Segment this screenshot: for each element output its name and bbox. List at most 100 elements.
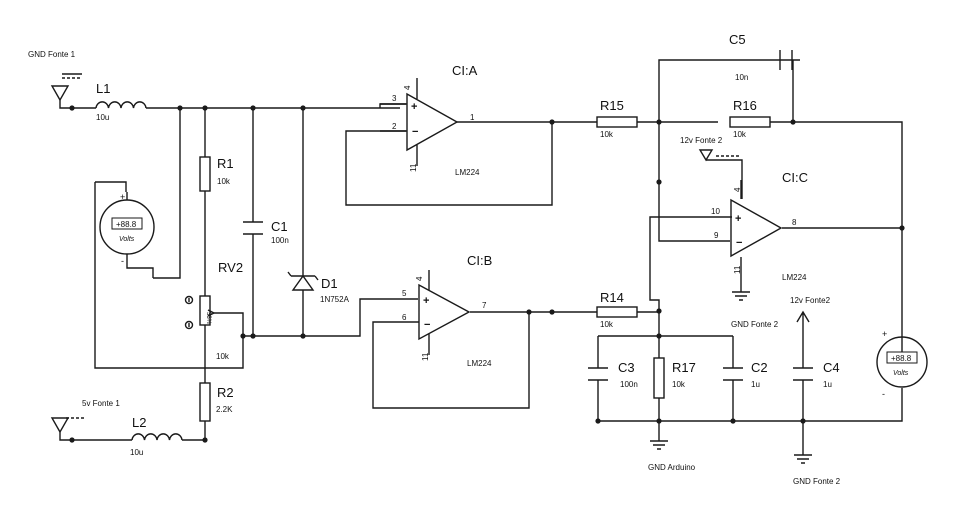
cia-pin-plus: 3 xyxy=(392,94,397,103)
l2-ref: L2 xyxy=(132,415,146,430)
gnd-fonte1-label: GND Fonte 1 xyxy=(28,50,76,59)
resistor-r1: R1 10k xyxy=(199,156,234,192)
d1-value: 1N752A xyxy=(320,295,350,304)
c1-ref: C1 xyxy=(271,219,288,234)
cic-pin-out: 8 xyxy=(792,218,797,227)
c5-value: 10n xyxy=(735,73,748,82)
r16-value: 10k xyxy=(733,130,747,139)
vm1-unit: Volts xyxy=(119,236,135,243)
terminal-12v-fonte2-c4: 12v Fonte2 xyxy=(790,296,831,325)
cia-ref: CI:A xyxy=(452,63,478,78)
opamp-ci-b: + − 5 6 7 4 11 CI:B LM224 xyxy=(402,253,492,368)
c4-ref: C4 xyxy=(823,360,840,375)
cib-pin-bot: 11 xyxy=(421,352,430,361)
cib-ref: CI:B xyxy=(467,253,492,268)
cib-pin-out: 7 xyxy=(482,301,487,310)
cia-value: LM224 xyxy=(455,168,480,177)
capacitor-c4: C4 1u xyxy=(793,360,840,389)
capacitor-c5: C5 10n xyxy=(729,32,793,82)
c5-ref: C5 xyxy=(729,32,746,47)
vm2-unit: Volts xyxy=(893,370,909,377)
cic-pin-top: 4 xyxy=(733,187,742,192)
ground-arduino: GND Arduino xyxy=(648,440,696,472)
cib-pin-minus: 6 xyxy=(402,313,407,322)
junction-dots xyxy=(69,105,905,443)
r2-ref: R2 xyxy=(217,385,234,400)
resistor-r2: R2 2.2K xyxy=(199,382,234,422)
c3-ref: C3 xyxy=(618,360,635,375)
cia-pin-bot: 11 xyxy=(409,163,418,172)
terminal-12v-fonte2-cic: 12v Fonte 2 xyxy=(680,136,740,162)
cib-pin-plus: 5 xyxy=(402,289,407,298)
cic-ref: CI:C xyxy=(782,170,808,185)
c3-value: 100n xyxy=(620,380,638,389)
fonte-12v-a-label: 12v Fonte 2 xyxy=(680,136,723,145)
cic-value: LM224 xyxy=(782,273,807,282)
rv2-value: 10k xyxy=(216,352,230,361)
vm1-minus: - xyxy=(121,256,124,266)
r15-ref: R15 xyxy=(600,98,624,113)
cic-minus-sign: − xyxy=(736,237,742,249)
cic-plus-sign: + xyxy=(735,213,741,225)
resistor-r15: R15 10k xyxy=(596,98,638,139)
gnd-fonte2-a-label: GND Fonte 2 xyxy=(731,320,779,329)
r17-ref: R17 xyxy=(672,360,696,375)
ground-fonte2-cic: GND Fonte 2 xyxy=(731,291,779,329)
vm2-plus: + xyxy=(882,329,887,339)
r15-value: 10k xyxy=(600,130,614,139)
resistor-r16: R16 10k xyxy=(729,98,771,139)
capacitor-c3: C3 100n xyxy=(588,360,638,389)
vm2-reading: +88.8 xyxy=(891,354,912,363)
c1-value: 100n xyxy=(271,236,289,245)
r14-ref: R14 xyxy=(600,290,624,305)
rv2-ref: RV2 xyxy=(218,260,243,275)
r1-ref: R1 xyxy=(217,156,234,171)
cia-plus-sign: + xyxy=(411,101,417,113)
opamp-ci-a: + − 3 2 1 4 11 CI:A LM224 xyxy=(380,63,480,177)
capacitor-c2: C2 1u xyxy=(723,360,768,389)
fonte-12v-b-label: 12v Fonte2 xyxy=(790,296,831,305)
r2-value: 2.2K xyxy=(216,405,233,414)
cic-pin-plus: 10 xyxy=(711,207,720,216)
l2-value: 10u xyxy=(130,448,143,457)
inductor-l2: L2 10u xyxy=(96,415,183,457)
l1-value: 10u xyxy=(96,113,109,122)
cia-pin-top: 4 xyxy=(403,85,412,90)
gnd-arduino-label: GND Arduino xyxy=(648,463,696,472)
zener-diode-d1: D1 1N752A xyxy=(287,271,350,304)
resistor-r14: R14 10k xyxy=(596,290,638,329)
cia-pin-out: 1 xyxy=(470,113,475,122)
d1-ref: D1 xyxy=(321,276,338,291)
opamp-ci-c: + − 10 9 8 4 11 CI:C LM224 xyxy=(711,170,808,282)
potentiometer-rv2: 33% RV2 10k xyxy=(184,260,243,361)
terminal-gnd-fonte1: GND Fonte 1 xyxy=(28,50,82,102)
r16-ref: R16 xyxy=(733,98,757,113)
r14-value: 10k xyxy=(600,320,614,329)
wires xyxy=(59,59,903,455)
c4-value: 1u xyxy=(823,380,832,389)
c2-value: 1u xyxy=(751,380,760,389)
capacitor-c1: C1 100n xyxy=(243,219,289,245)
r1-value: 10k xyxy=(217,177,231,186)
inductor-l1: L1 10u xyxy=(95,81,147,122)
cib-minus-sign: − xyxy=(424,319,430,331)
cia-pin-minus: 2 xyxy=(392,122,397,131)
vm1-reading: +88.8 xyxy=(116,220,137,229)
terminal-5v-fonte1: 5v Fonte 1 xyxy=(50,399,120,434)
voltmeter-2: +88.8 Volts + - xyxy=(876,329,928,399)
fonte-5v-label: 5v Fonte 1 xyxy=(82,399,120,408)
cib-plus-sign: + xyxy=(423,295,429,307)
r17-value: 10k xyxy=(672,380,686,389)
ground-fonte2-c4: GND Fonte 2 xyxy=(793,454,841,486)
cic-pin-minus: 9 xyxy=(714,231,719,240)
cib-pin-top: 4 xyxy=(415,276,424,281)
vm2-minus: - xyxy=(882,389,885,399)
l1-ref: L1 xyxy=(96,81,110,96)
voltmeter-1: +88.8 Volts + - xyxy=(99,192,155,278)
c2-ref: C2 xyxy=(751,360,768,375)
cib-value: LM224 xyxy=(467,359,492,368)
resistor-r17: R17 10k xyxy=(653,357,696,399)
cic-pin-bot: 11 xyxy=(733,265,742,274)
rv2-wiper: 33% xyxy=(205,312,211,325)
